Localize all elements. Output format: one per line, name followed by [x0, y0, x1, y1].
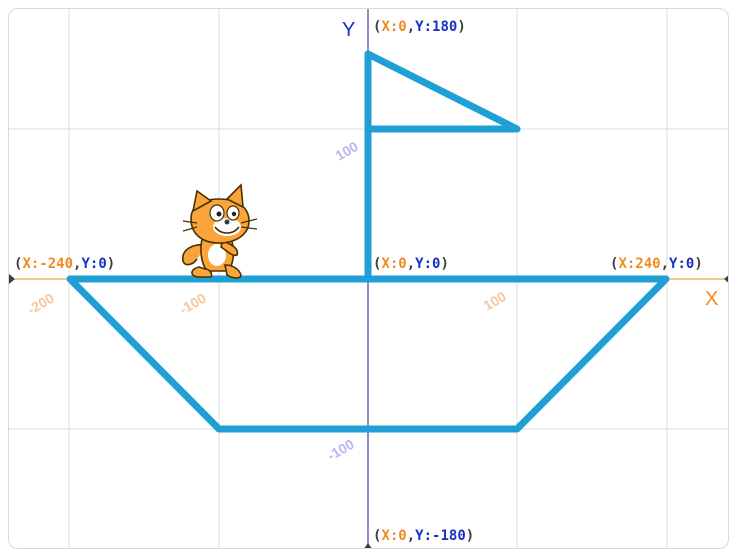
left-arrow-icon: [9, 274, 15, 284]
boat-hull: [66, 275, 670, 433]
coordinate-diagram: Y X -200 -100 100 100 -100 (X:0,Y:180) (…: [9, 9, 728, 548]
scratch-cat-icon[interactable]: [182, 183, 258, 279]
stage: Y X -200 -100 100 100 -100 (X:0,Y:180) (…: [8, 8, 729, 549]
x-tick-label: -100: [177, 290, 209, 318]
boat-drawing: [66, 50, 670, 433]
boat-flag: [364, 50, 521, 133]
x-tick-label: -200: [25, 290, 57, 318]
right-arrow-icon: [724, 275, 728, 283]
coord-label-bottom: (X:0,Y:-180): [373, 528, 474, 544]
y-axis-name: Y: [342, 19, 355, 41]
coord-label-right: (X:240,Y:0): [610, 256, 703, 272]
coord-label-origin: (X:0,Y:0): [373, 256, 449, 272]
y-tick-label: -100: [325, 436, 357, 464]
coord-label-left: (X:-240,Y:0): [14, 256, 115, 272]
x-tick-label: 100: [481, 288, 509, 314]
y-tick-label: 100: [333, 138, 361, 164]
down-arrow-icon: [364, 543, 372, 548]
x-axis-name: X: [705, 288, 718, 310]
coord-label-top: (X:0,Y:180): [373, 19, 466, 35]
